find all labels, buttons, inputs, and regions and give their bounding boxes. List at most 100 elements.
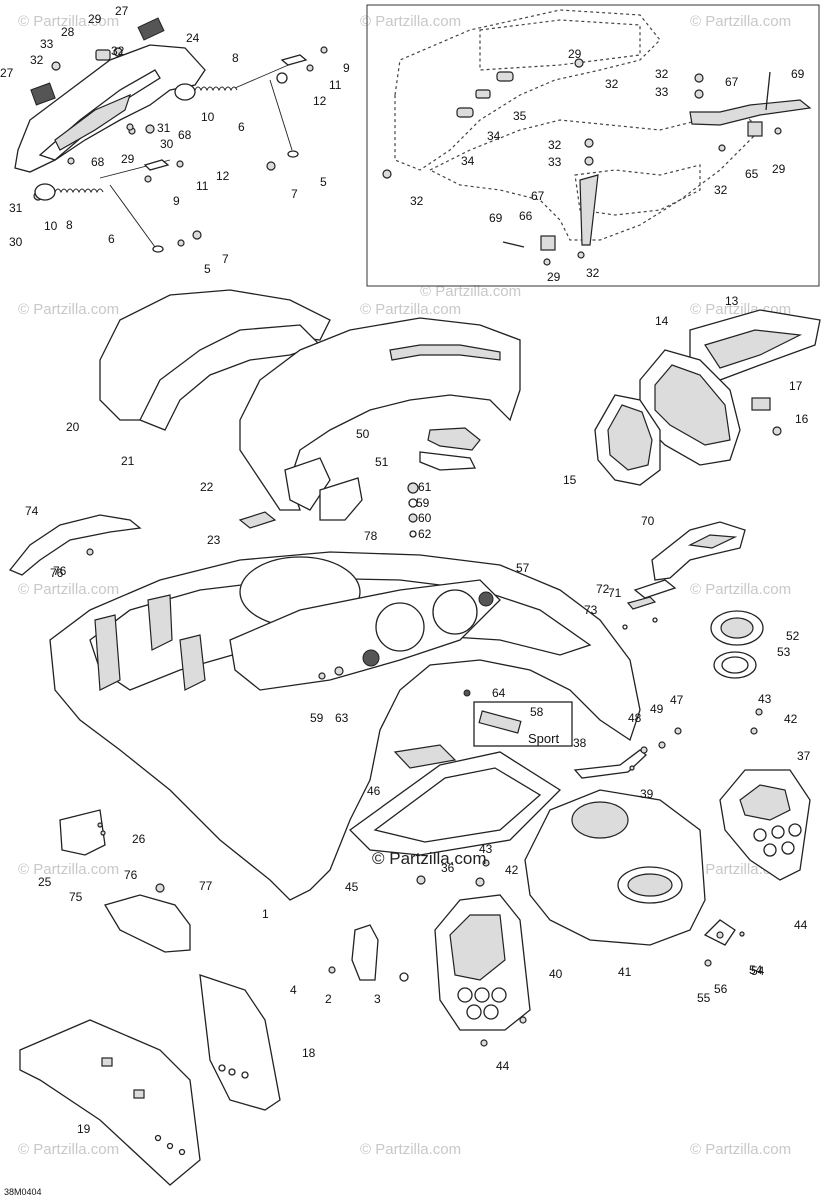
plate-25-26 — [59, 809, 106, 856]
drawing-code: 38M0404 — [4, 1187, 42, 1197]
callout-53: 53 — [777, 645, 791, 659]
callout-47: 47 — [670, 693, 684, 707]
inset-frame — [366, 4, 820, 287]
watermark-2: © Partzilla.com — [360, 13, 461, 30]
callout-29: 29 — [88, 12, 102, 26]
callout-9-7: 9 — [173, 194, 180, 208]
callout-69: 69 — [489, 211, 503, 225]
callout-67: 67 — [531, 189, 545, 203]
rings-52-53 — [710, 610, 764, 679]
callout-8-1: 8 — [66, 218, 73, 232]
callout-30-4: 30 — [9, 235, 23, 249]
callout-34: 34 — [487, 129, 501, 143]
callout-62: 62 — [418, 527, 432, 541]
watermark-13: © Partzilla.com — [690, 1141, 791, 1158]
callout-66: 66 — [519, 209, 533, 223]
latch-2-3-4 — [328, 924, 409, 982]
callout-1: 1 — [262, 907, 269, 921]
callout-28: 28 — [61, 25, 75, 39]
callout-33-21: 33 — [655, 85, 669, 99]
callout-5-10: 5 — [204, 262, 211, 276]
callout-15: 15 — [563, 473, 577, 487]
callout-4: 4 — [290, 983, 297, 997]
watermark-11: © Partzilla.com — [18, 1141, 119, 1158]
callout-76-34: 76 — [53, 564, 67, 578]
callout-75: 75 — [69, 890, 83, 904]
callout-46: 46 — [367, 784, 381, 798]
callout-29-2: 29 — [121, 152, 135, 166]
part-75 — [104, 883, 191, 953]
callout-56: 56 — [714, 982, 728, 996]
callout-31-5: 31 — [9, 201, 23, 215]
callout-3: 3 — [374, 992, 381, 1006]
callout-43: 43 — [758, 692, 772, 706]
callout-42-30: 42 — [505, 863, 519, 877]
callout-26: 26 — [132, 832, 146, 846]
callout-27: 27 — [115, 4, 129, 18]
callout-12-9: 12 — [216, 169, 230, 183]
side-panels — [99, 289, 521, 511]
callout-25: 25 — [38, 875, 52, 889]
callout-73: 73 — [584, 603, 598, 617]
callout-78: 78 — [364, 529, 378, 543]
callout-59: 59 — [310, 711, 324, 725]
side-panel-37 — [719, 708, 811, 881]
watermark-9: © Partzilla.com — [18, 861, 119, 878]
callout-63: 63 — [335, 711, 349, 725]
part-23 — [238, 511, 277, 529]
grip-70 — [622, 521, 746, 630]
callout-70: 70 — [641, 514, 655, 528]
callout-48: 48 — [628, 711, 642, 725]
callout-16: 16 — [795, 412, 809, 426]
callout-29-24: 29 — [772, 162, 786, 176]
callout-7: 7 — [291, 187, 298, 201]
side-vents — [594, 309, 821, 486]
callout-68: 68 — [91, 155, 105, 169]
callout-8: 8 — [232, 51, 239, 65]
callout-76-29: 76 — [124, 868, 138, 882]
callout-32: 32 — [30, 53, 44, 67]
plates-18-19 — [19, 974, 281, 1186]
callout-20: 20 — [66, 420, 80, 434]
watermark-12: © Partzilla.com — [360, 1141, 461, 1158]
tray-45-46 — [349, 744, 562, 885]
callout-31: 31 — [157, 121, 171, 135]
callout-58: 58 — [530, 705, 544, 719]
callout-72: 72 — [596, 582, 610, 596]
callout-39: 39 — [640, 787, 654, 801]
callout-52: 52 — [786, 629, 800, 643]
callout-11-8: 11 — [196, 179, 209, 193]
callout-2: 2 — [325, 992, 332, 1006]
callout-40: 40 — [549, 967, 563, 981]
callout-24: 24 — [186, 31, 200, 45]
callout-36: 36 — [441, 861, 455, 875]
watermark-5: © Partzilla.com — [360, 301, 461, 318]
callout-67-22: 67 — [725, 75, 739, 89]
callout-14: 14 — [655, 314, 669, 328]
callout-11: 11 — [329, 78, 342, 92]
callout-51: 51 — [375, 455, 389, 469]
callout-18: 18 — [302, 1046, 316, 1060]
bracket-38 — [573, 727, 682, 779]
callout-54: 54 — [749, 963, 763, 977]
watermark-8: © Partzilla.com — [690, 581, 791, 598]
console-41 — [475, 789, 706, 946]
callout-6: 6 — [238, 120, 245, 134]
callout-30: 30 — [160, 137, 174, 151]
sport-decal-58: Sport — [473, 701, 573, 747]
callout-37: 37 — [797, 749, 811, 763]
callout-23: 23 — [207, 533, 221, 547]
callout-19: 19 — [77, 1122, 91, 1136]
watermark-14: © Partzilla.com — [420, 283, 521, 300]
watermark-1: © Partzilla.com — [18, 13, 119, 30]
callout-17: 17 — [789, 379, 803, 393]
callout-5: 5 — [320, 175, 327, 189]
callout-7-12: 7 — [222, 252, 229, 266]
callout-44: 44 — [496, 1059, 510, 1073]
inset-hardware — [382, 58, 812, 266]
fasteners-59-62 — [407, 482, 419, 538]
callout-42: 42 — [784, 712, 798, 726]
watermark-3: © Partzilla.com — [690, 13, 791, 30]
callout-21: 21 — [121, 454, 135, 468]
